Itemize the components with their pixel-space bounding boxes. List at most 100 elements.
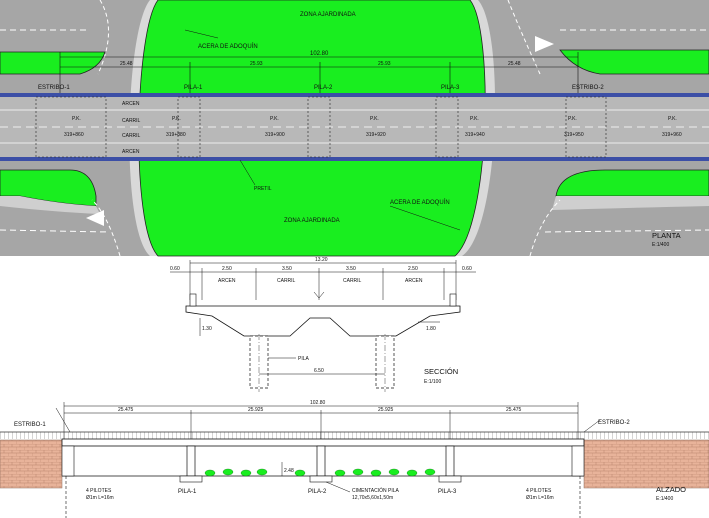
- section-labels: 13.20 0.60 2.50 3.50 3.50 2.50 0.60 ARCE…: [170, 257, 472, 385]
- section-dim-6: 0.60: [462, 266, 472, 272]
- plan-span-1: 25.48: [120, 61, 133, 67]
- support-label-pila-3: PILA-3: [441, 85, 460, 91]
- elevation-pier-label-3: PILA-3: [438, 489, 457, 495]
- section-depth: 1.30: [202, 326, 212, 332]
- section-dim-1: 0.60: [170, 266, 180, 272]
- elevation-deck: [61, 438, 585, 447]
- elevation-span-2: 25.925: [248, 407, 264, 413]
- section-deck: [185, 305, 461, 337]
- elevation-span-3: 25.925: [378, 407, 394, 413]
- elevation-railing: [0, 432, 709, 439]
- section-cantilever: 1.80: [426, 326, 436, 332]
- pk-label: P.K.: [72, 116, 81, 122]
- section-pier-spacing: 6.50: [314, 368, 324, 374]
- plan-labels: ZONA AJARDINADA ACERA DE ADOQUÍN 102.80 …: [38, 12, 682, 248]
- elevation-pier-2: [316, 445, 326, 477]
- pk-value-2: 319+880: [166, 132, 186, 138]
- elevation-abutment-left: ESTRIBO-1: [14, 422, 46, 428]
- railing-label: PRETIL: [254, 186, 272, 192]
- elevation-view: [0, 402, 709, 518]
- sidewalk-bottom-right: [552, 196, 709, 210]
- grass-top-left: [0, 51, 106, 75]
- sidewalk-bottom-left: [0, 196, 100, 214]
- elevation-clearance: 2.48: [284, 468, 294, 474]
- zone-label-bottom: ZONA AJARDINADA: [284, 218, 340, 224]
- support-label-estribo-1: ESTRIBO-1: [38, 85, 70, 91]
- abutment-left: [61, 445, 75, 477]
- section-lane-3: CARRIL: [343, 278, 362, 284]
- sidewalk-label-bottom: ACERA DE ADOQUÍN: [390, 199, 450, 206]
- plan-span-4: 25.48: [508, 61, 521, 67]
- plan-span-2: 25.93: [250, 61, 263, 67]
- elevation-span-1: 25.475: [118, 407, 134, 413]
- zone-label-top: ZONA AJARDINADA: [300, 12, 356, 18]
- deck-edge-top: [0, 93, 709, 97]
- embankment-right: [583, 439, 709, 489]
- pk-label: P.K.: [270, 116, 279, 122]
- pk-value-4: 319+920: [366, 132, 386, 138]
- pk-value-6: 319+950: [564, 132, 584, 138]
- section-title: SECCIÓN: [424, 367, 458, 376]
- foundation-label-2: 12,70x5,60x1,50m: [352, 495, 393, 501]
- section-parapet-left: [189, 293, 197, 307]
- foundation-3: [438, 475, 462, 483]
- plan-view: [0, 0, 709, 257]
- shrubs: [204, 468, 436, 477]
- elevation-title: ALZADO: [656, 485, 686, 494]
- lane-label-carril-2: CARRIL: [122, 133, 141, 139]
- pk-label: P.K.: [568, 116, 577, 122]
- pk-label: P.K.: [668, 116, 677, 122]
- support-label-pila-2: PILA-2: [314, 85, 333, 91]
- grass-top-right: [559, 49, 709, 75]
- elevation-abutment-right: ESTRIBO-2: [598, 420, 630, 426]
- elevation-pier-3: [445, 445, 455, 477]
- section-total: 13.20: [315, 257, 328, 263]
- elevation-span-4: 25.475: [506, 407, 522, 413]
- section-pier-label: PILA: [298, 356, 310, 362]
- elevation-pier-label-2: PILA-2: [308, 489, 327, 495]
- pk-value-3: 319+900: [265, 132, 285, 138]
- foundation-label-1: CIMENTACIÓN PILA: [352, 487, 400, 494]
- section-lane-2: CARRIL: [277, 278, 296, 284]
- triangle-marking: [535, 36, 554, 52]
- triangle-marking: [86, 210, 104, 226]
- plan-title: PLANTA: [652, 231, 681, 240]
- sidewalk-label-top: ACERA DE ADOQUÍN: [198, 43, 258, 50]
- embankment-left: [0, 439, 63, 489]
- section-parapet-right: [449, 293, 457, 307]
- lane-label-arcen-bottom: ARCEN: [122, 149, 140, 155]
- piles-right-line-2: Ø1m L=16m: [526, 495, 554, 501]
- deck-edge-bottom: [0, 157, 709, 161]
- abutment-right: [571, 445, 585, 477]
- piles-right-line-1: 4 PILOTES: [526, 488, 552, 494]
- plan-span-3: 25.93: [378, 61, 391, 67]
- support-outlines: [35, 96, 607, 158]
- grass-bottom-right: [555, 169, 709, 197]
- section-lane-4: ARCEN: [405, 278, 423, 284]
- piles-left-line-1: 4 PILOTES: [86, 488, 112, 494]
- section-dim-2: 2.50: [222, 266, 232, 272]
- section-view: [170, 260, 476, 392]
- piles-left-line-2: Ø1m L=16m: [86, 495, 114, 501]
- lane-label-arcen-top: ARCEN: [122, 101, 140, 107]
- pk-label: P.K.: [470, 116, 479, 122]
- foundation-2: [309, 475, 333, 483]
- elevation-scale: E:1/400: [656, 496, 673, 502]
- pk-value-5: 319+940: [465, 132, 485, 138]
- section-dim-4: 3.50: [346, 266, 356, 272]
- lane-label-carril-1: CARRIL: [122, 118, 141, 124]
- section-dim-3: 3.50: [282, 266, 292, 272]
- section-dim-5: 2.50: [408, 266, 418, 272]
- section-scale: E:1/100: [424, 379, 441, 385]
- support-label-estribo-2: ESTRIBO-2: [572, 85, 604, 91]
- section-lane-1: ARCEN: [218, 278, 236, 284]
- elevation-pier-1: [186, 445, 196, 477]
- elevation-labels: 102.80 25.475 25.925 25.925 25.475 ESTRI…: [14, 400, 686, 502]
- pk-value-7: 319+960: [662, 132, 682, 138]
- pk-label: P.K.: [370, 116, 379, 122]
- support-label-pila-1: PILA-1: [184, 85, 203, 91]
- plan-scale: E:1/400: [652, 242, 669, 248]
- elevation-total: 102.80: [310, 400, 326, 406]
- plan-total-dimension: 102.80: [310, 51, 329, 57]
